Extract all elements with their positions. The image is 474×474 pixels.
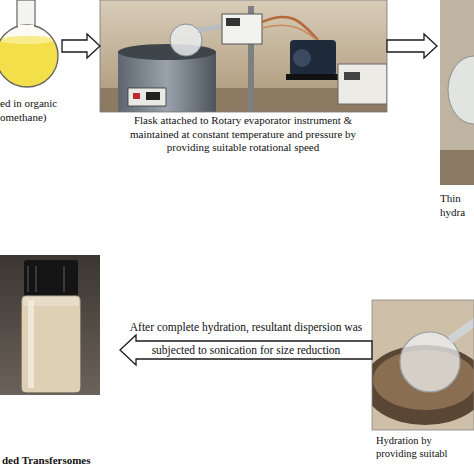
liquid-surface — [0, 36, 55, 44]
process-step: Flask attached to Rotary evaporator inst… — [100, 0, 387, 152]
display — [146, 92, 160, 100]
water-bath-rim — [118, 44, 216, 60]
step-caption: ded Transfersomes — [2, 454, 120, 468]
power-switch — [133, 93, 140, 99]
step-caption: Thin hydra — [440, 192, 474, 219]
flask-photo — [0, 0, 70, 100]
edge-label: After complete hydration, resultant disp… — [127, 316, 365, 362]
step-caption: Hydration by providing suitabl — [376, 434, 474, 460]
photo-background — [0, 255, 100, 395]
cap-ridge — [63, 266, 65, 292]
flask-outline — [0, 25, 58, 87]
chiller-display — [344, 72, 360, 80]
step-caption: Flask attached to Rotary evaporator inst… — [112, 114, 374, 155]
flask-neck — [17, 0, 35, 28]
process-step: ed in organic omethane) — [0, 0, 62, 128]
yellow-solution — [0, 40, 70, 100]
rotating-flask — [170, 24, 202, 56]
vial-cap — [24, 260, 78, 296]
photo-frame — [372, 300, 474, 430]
chiller-box — [338, 64, 387, 104]
pump-motor — [293, 49, 311, 67]
process-step: Thin hydra — [437, 0, 474, 222]
pump-base — [286, 74, 340, 80]
vacuum-tubing — [262, 17, 318, 40]
vial-body — [22, 296, 80, 392]
process-step: ded Transfersomes — [0, 255, 120, 474]
bench — [440, 150, 474, 185]
vacuum-pump — [290, 40, 336, 76]
block-arrow — [62, 34, 100, 58]
flask-neck — [450, 318, 474, 340]
vial-photo — [0, 255, 100, 395]
motor-unit — [222, 14, 262, 44]
step-caption: ed in organic omethane) — [0, 97, 62, 124]
speed-dial — [226, 18, 240, 26]
water-bath — [118, 52, 216, 112]
process-step: Hydration by providing suitabl — [372, 292, 474, 474]
filmed-flask — [448, 56, 474, 124]
glass-highlight — [28, 300, 34, 388]
lab-wall — [100, 0, 387, 112]
flask-joint — [18, 25, 34, 30]
rotary-evaporator-photo — [100, 0, 387, 112]
photo-frame — [100, 0, 387, 112]
cap-ridge — [35, 266, 37, 292]
cap-ridge — [27, 266, 29, 292]
block-arrow — [387, 34, 437, 58]
thin-film-photo — [440, 0, 474, 185]
hydration-photo — [372, 300, 474, 430]
control-panel — [128, 88, 166, 106]
